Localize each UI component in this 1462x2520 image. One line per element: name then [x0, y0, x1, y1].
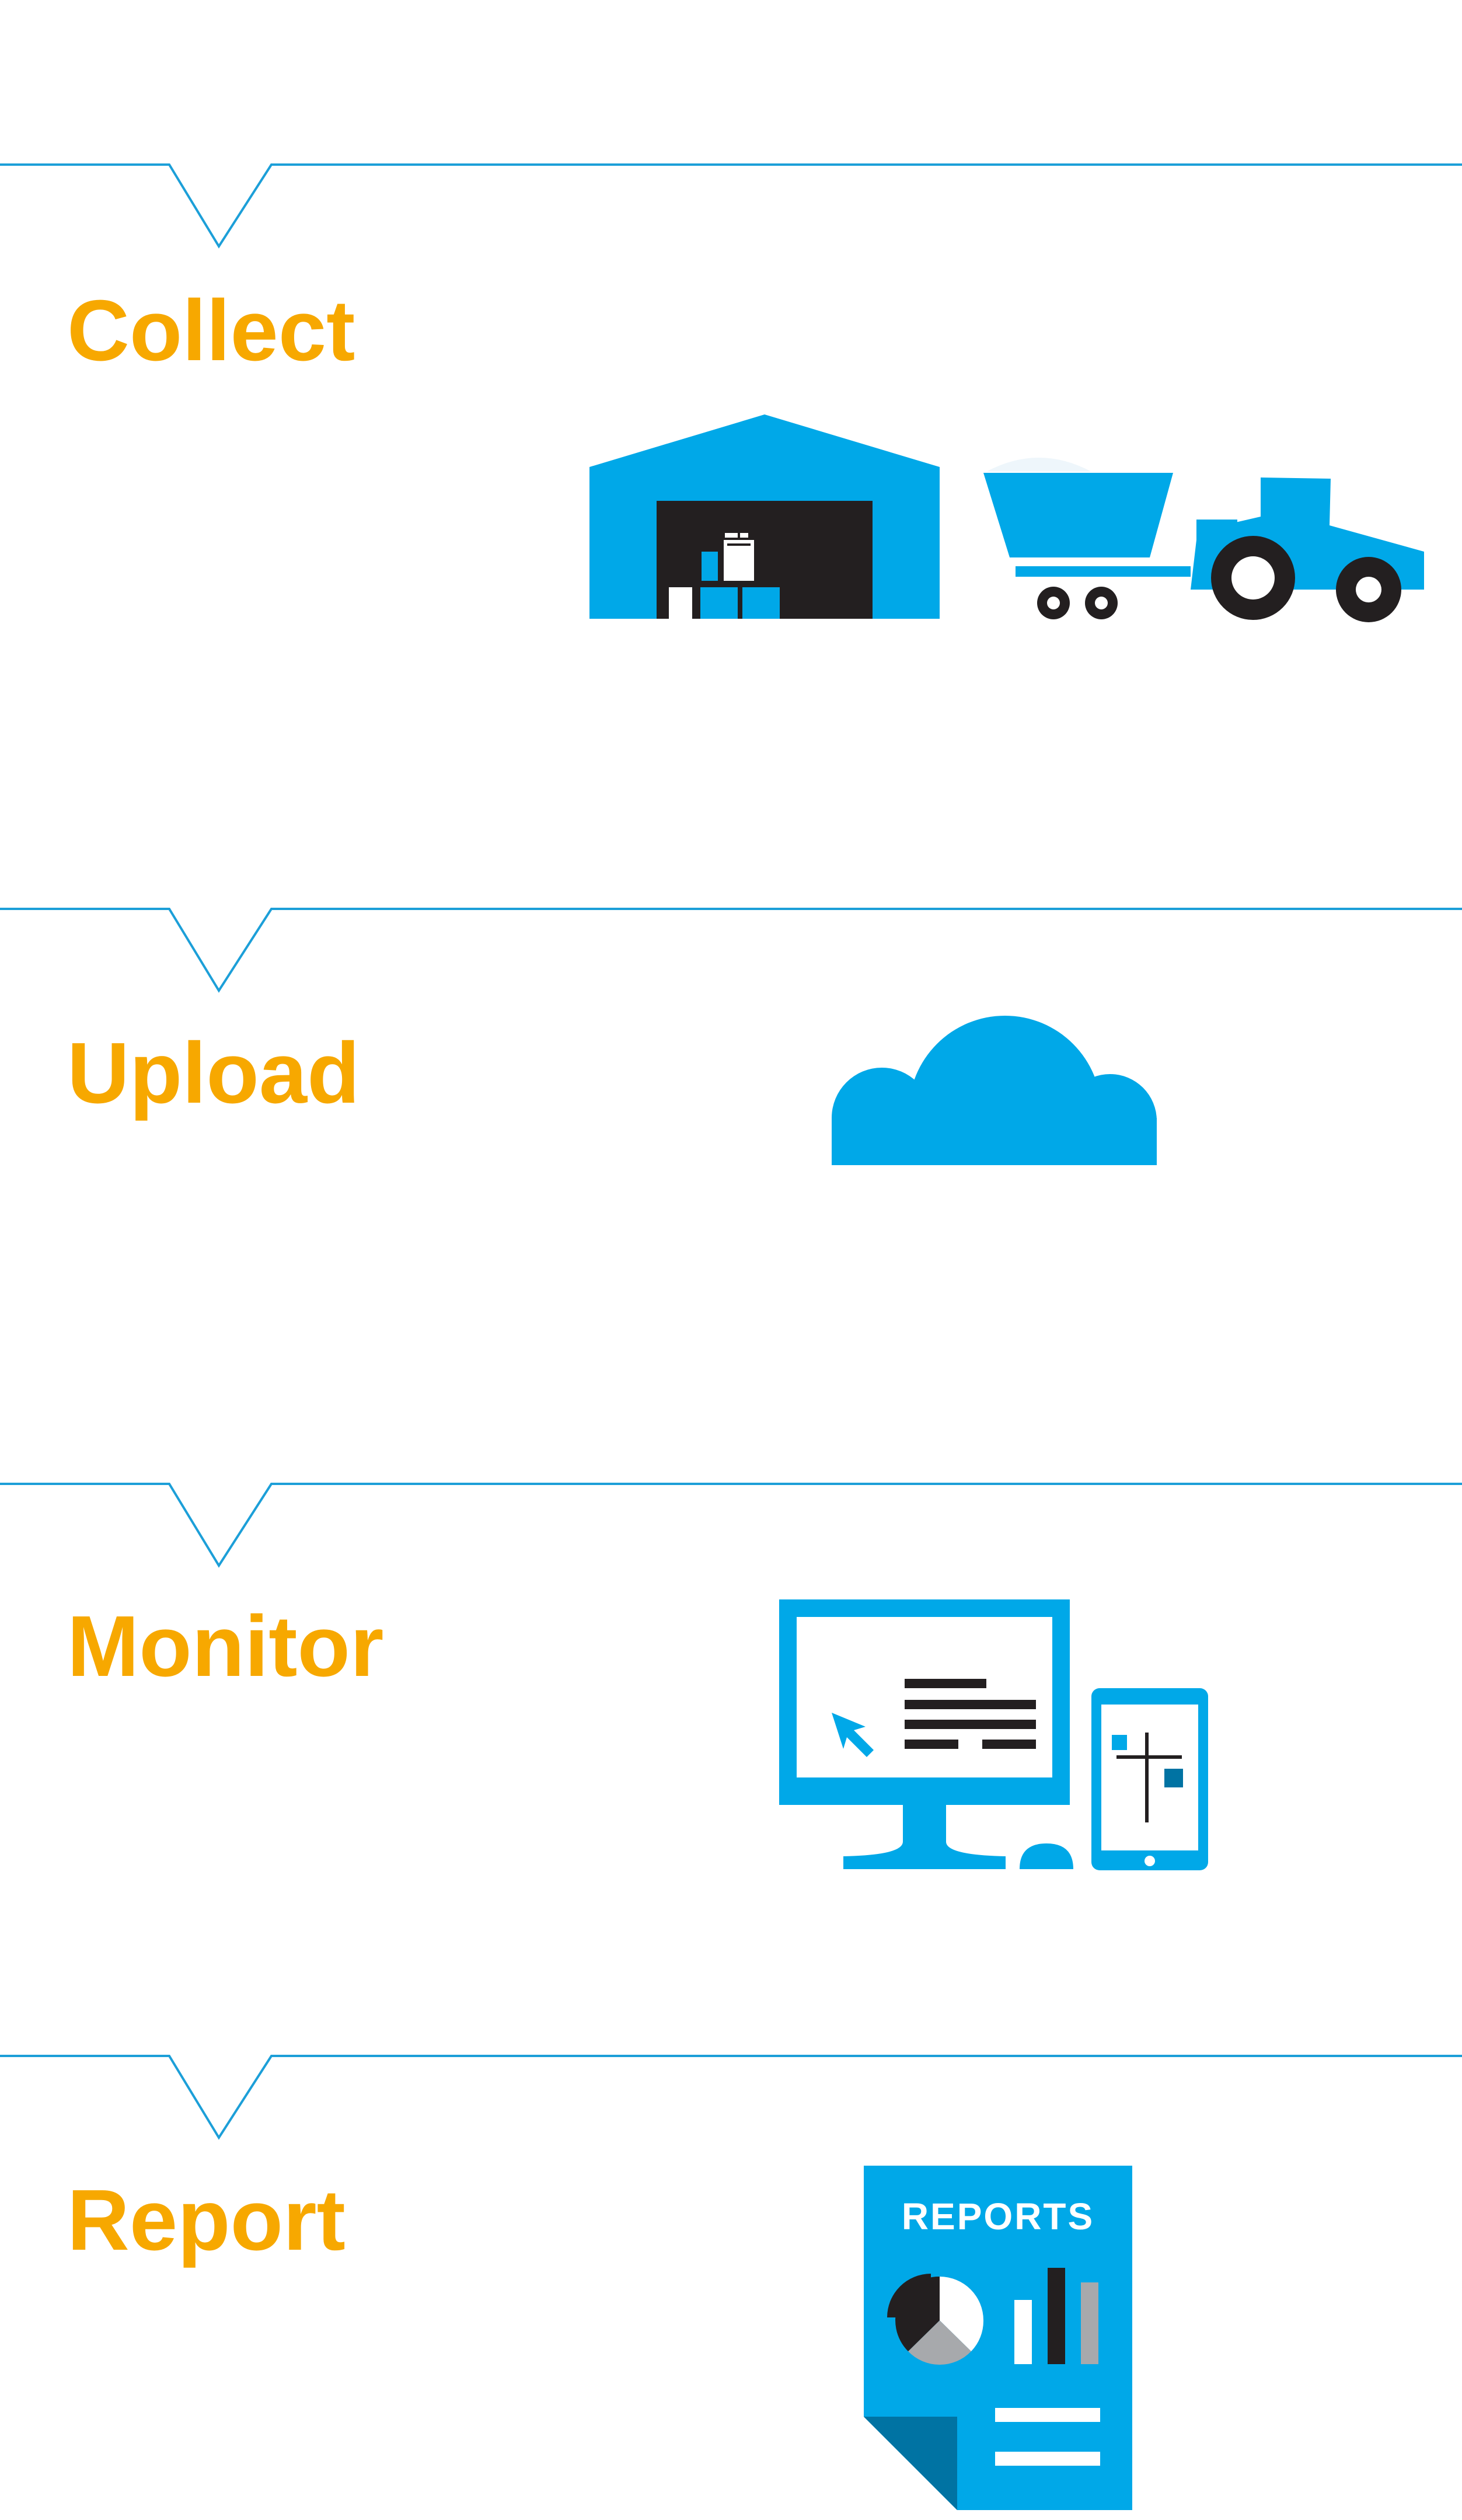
step-title-collect: Collect	[67, 283, 355, 379]
warehouse-and-tractor-icon	[589, 414, 1424, 622]
pie-chart-icon	[887, 2274, 984, 2365]
section-divider-monitor	[0, 1483, 1462, 1568]
report-document-shape	[864, 2166, 1132, 2510]
report-document-icon: REPORTS	[864, 2166, 1132, 2510]
reports-label: REPORTS	[901, 2195, 1095, 2237]
mouse-icon	[1020, 1843, 1073, 1869]
tablet-icon	[1091, 1688, 1208, 1870]
step-title-monitor: Monitor	[67, 1598, 384, 1695]
warehouse-icon	[589, 414, 940, 619]
section-divider-collect	[0, 163, 1462, 249]
cloud-icon	[820, 1016, 1164, 1170]
bar-chart-icon	[1014, 2268, 1098, 2364]
computer-and-tablet-icon	[779, 1599, 1208, 1870]
desktop-monitor-icon	[779, 1599, 1070, 1869]
step-title-upload: Upload	[67, 1025, 360, 1121]
trailer-icon	[983, 458, 1191, 619]
tractor-icon	[1191, 477, 1424, 622]
step-title-report: Report	[67, 2172, 346, 2268]
section-divider-report	[0, 2055, 1462, 2140]
section-divider-upload	[0, 908, 1462, 993]
